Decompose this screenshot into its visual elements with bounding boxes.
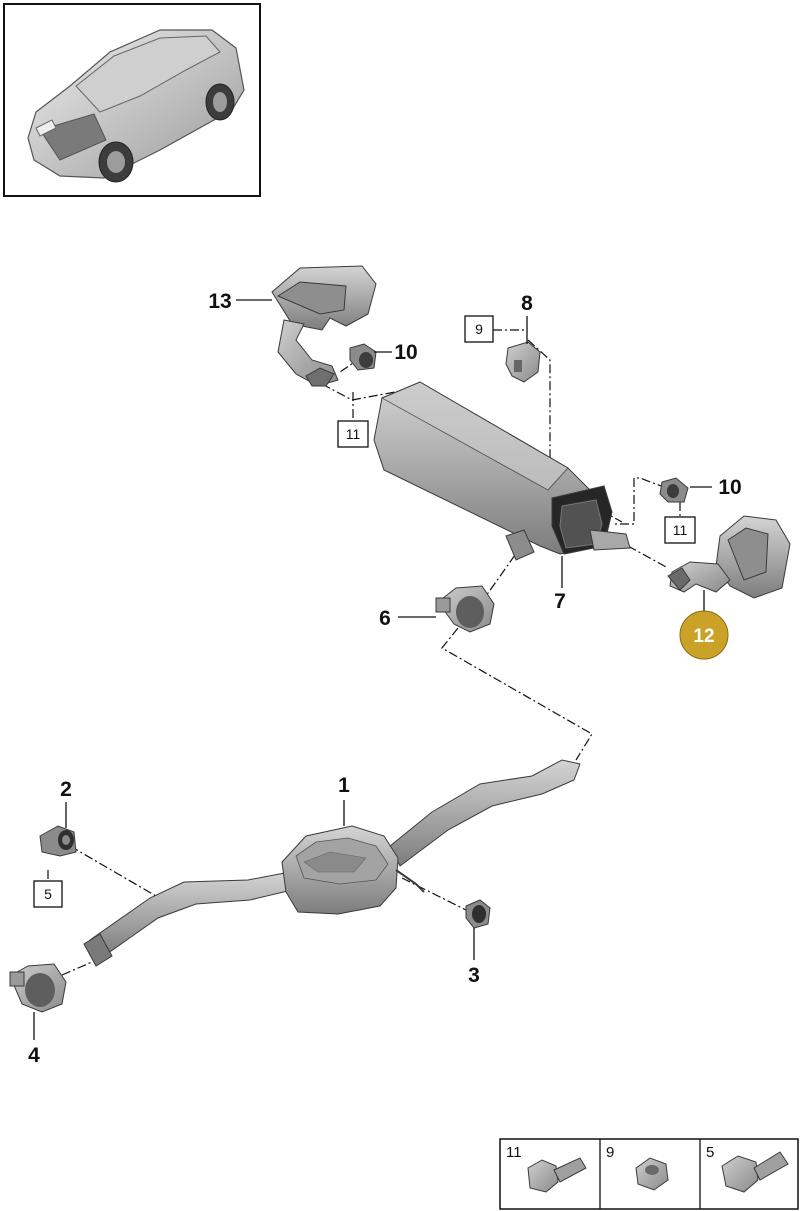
hardware-label-9: 9 (606, 1144, 614, 1161)
hardware-label-5: 5 (706, 1144, 714, 1161)
callout-3: 3 (468, 964, 480, 987)
flange-nut-icon (635, 1157, 669, 1191)
part-1-front-silencer[interactable] (83, 759, 581, 967)
part-10-rubber-mount-right[interactable] (659, 477, 689, 503)
suv-vehicle-icon (27, 29, 245, 183)
boxed-ref-5: 5 (44, 886, 52, 902)
leader-lines (33, 299, 712, 1040)
callout-10-left: 10 (394, 341, 417, 364)
part-3-rubber-mount[interactable] (465, 899, 491, 929)
boxed-ref-11-left: 11 (346, 426, 361, 442)
highlighted-callout-12[interactable]: 12 (679, 610, 729, 660)
callout-8: 8 (521, 292, 533, 315)
callout-4: 4 (28, 1044, 40, 1067)
callout-1: 1 (338, 774, 350, 797)
part-2-rubber-mount[interactable] (39, 825, 77, 857)
callout-6: 6 (379, 607, 391, 630)
boxed-references: 9 11 11 5 (33, 315, 696, 908)
hardware-label-11: 11 (506, 1144, 522, 1161)
boxed-ref-11-right: 11 (673, 522, 688, 538)
vehicle-thumbnail (3, 3, 261, 197)
callout-12: 12 (693, 626, 714, 647)
callout-13: 13 (208, 290, 231, 313)
callout-2: 2 (60, 778, 72, 801)
part-12-right-tailpipe[interactable] (667, 515, 791, 599)
part-6-clamp[interactable] (435, 585, 495, 633)
hex-flange-bolt-icon (721, 1151, 789, 1193)
hardware-table: 11 9 5 (499, 1138, 799, 1210)
part-7-rear-silencer[interactable] (373, 381, 631, 561)
callout-10-right: 10 (718, 476, 741, 499)
part-8-bracket[interactable] (505, 341, 541, 383)
part-10-rubber-mount-left[interactable] (349, 343, 377, 371)
hex-flange-bolt-icon (527, 1157, 587, 1193)
callout-7: 7 (554, 590, 566, 613)
boxed-ref-9: 9 (475, 321, 483, 337)
part-13-left-tailpipe[interactable] (271, 265, 377, 387)
part-4-clamp[interactable] (9, 963, 67, 1013)
callout-labels: 13 8 10 10 7 6 1 2 3 4 (28, 290, 742, 1067)
